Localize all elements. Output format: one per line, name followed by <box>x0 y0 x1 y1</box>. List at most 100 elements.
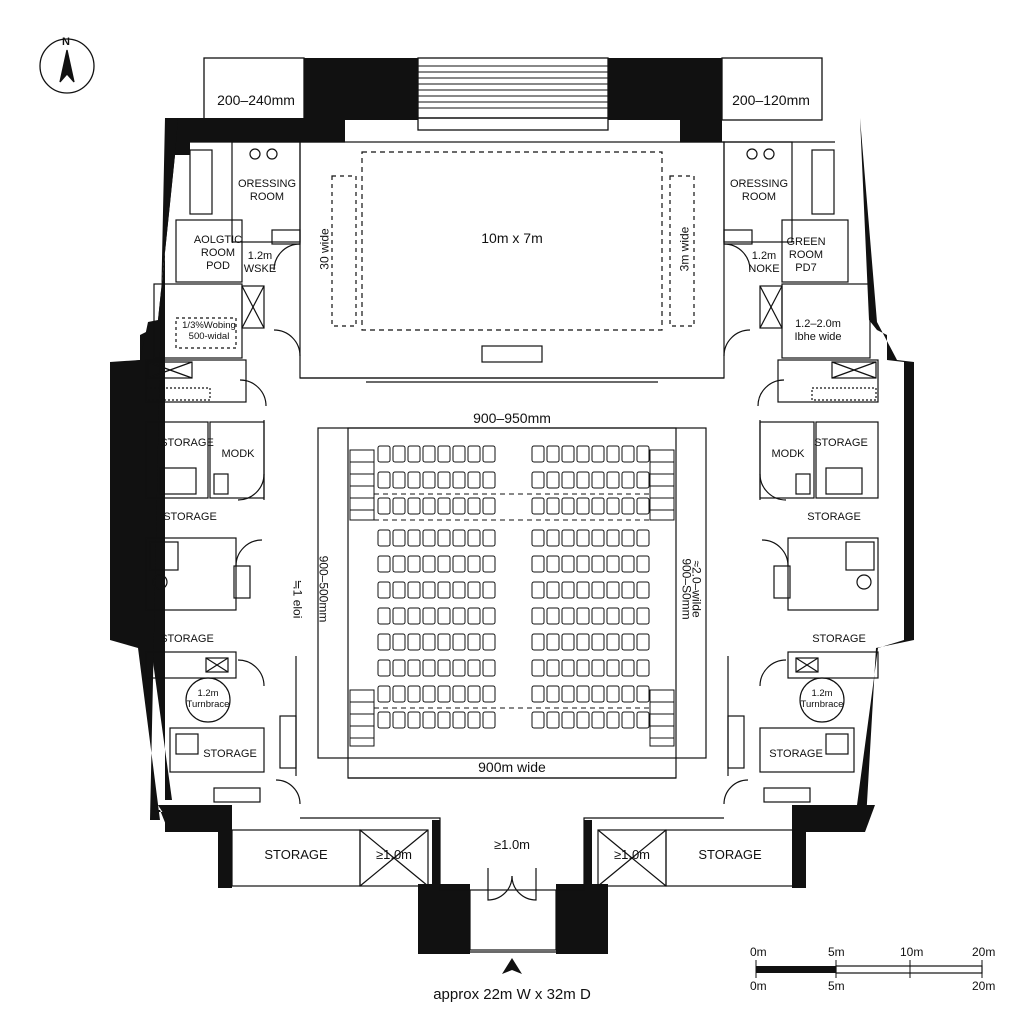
seat <box>422 497 436 515</box>
seat <box>407 685 421 703</box>
seat <box>576 529 590 547</box>
seat <box>422 555 436 573</box>
seat <box>377 685 391 703</box>
seat <box>621 659 635 677</box>
seat <box>591 497 605 515</box>
seat <box>452 529 466 547</box>
left-turning-circle <box>185 677 231 723</box>
seat <box>407 711 421 729</box>
seat <box>621 471 635 489</box>
seat <box>422 445 436 463</box>
stage-size-label: 10m x 7m <box>481 230 543 246</box>
seating <box>377 445 650 729</box>
seat <box>531 529 545 547</box>
top-right-dimension: 200–120mm <box>732 92 810 108</box>
right-storage-2-label: STORAGE <box>807 511 861 523</box>
seat <box>636 471 650 489</box>
seat <box>407 497 421 515</box>
seat <box>591 445 605 463</box>
seat <box>531 685 545 703</box>
seat <box>561 529 575 547</box>
bottom-right-lobby-label: ≥1.0m <box>613 847 651 862</box>
seat <box>452 581 466 599</box>
right-storage-room-1 <box>815 421 879 499</box>
seat <box>606 529 620 547</box>
seat <box>437 471 451 489</box>
seat <box>561 471 575 489</box>
seat <box>621 711 635 729</box>
seat <box>467 607 481 625</box>
seat <box>422 471 436 489</box>
seat <box>621 633 635 651</box>
seat <box>636 529 650 547</box>
seat <box>467 529 481 547</box>
seat <box>467 581 481 599</box>
seat <box>482 555 496 573</box>
seat <box>452 497 466 515</box>
seat <box>561 711 575 729</box>
seat <box>606 555 620 573</box>
seat <box>576 497 590 515</box>
seat <box>377 555 391 573</box>
right-green-dim-label: 1.2m NOKE <box>748 250 780 275</box>
right-green-room <box>781 219 849 283</box>
seat <box>452 685 466 703</box>
bottom-right-storage <box>665 829 795 887</box>
seat <box>546 471 560 489</box>
left-acoustic-dim-label: 1.2m WSKE <box>243 250 277 275</box>
seat <box>606 633 620 651</box>
seat <box>482 581 496 599</box>
seat <box>576 581 590 599</box>
hall-bottom-dimension: 900m wide <box>478 759 546 775</box>
seat <box>482 659 496 677</box>
stage-stair <box>417 57 609 119</box>
seat <box>482 497 496 515</box>
seat <box>407 607 421 625</box>
seat <box>467 633 481 651</box>
seat <box>576 607 590 625</box>
seat <box>636 685 650 703</box>
seat <box>546 555 560 573</box>
seat <box>546 633 560 651</box>
seat <box>422 659 436 677</box>
left-storage-2-label: STORAGE <box>163 511 217 523</box>
seat <box>437 659 451 677</box>
seat <box>467 555 481 573</box>
seat <box>437 685 451 703</box>
seat <box>591 529 605 547</box>
seat <box>591 633 605 651</box>
seat <box>591 711 605 729</box>
seat <box>377 607 391 625</box>
hall-left-dim-b: 900–500mm <box>316 555 331 623</box>
right-storage-1-label: STORAGE <box>814 437 868 449</box>
seat <box>377 497 391 515</box>
hall-right-dim-b: ≈2.0–wilde <box>689 560 704 618</box>
scale-bottom-20: 20m <box>972 979 996 993</box>
seat <box>561 497 575 515</box>
seat <box>422 529 436 547</box>
scale-top-5: 5m <box>828 945 845 959</box>
left-acoustic-room-label: AOLGTIC ROOM POD <box>193 234 243 272</box>
scale-top-0: 0m <box>750 945 767 959</box>
seat <box>452 445 466 463</box>
seat <box>467 445 481 463</box>
entry-arrow-icon <box>502 958 522 974</box>
top-right-balcony <box>721 57 823 121</box>
seat <box>621 555 635 573</box>
seat <box>576 555 590 573</box>
entrance-label: ≥1.0m <box>493 837 531 852</box>
seat <box>576 685 590 703</box>
scale-top-20: 20m <box>972 945 996 959</box>
seat <box>606 659 620 677</box>
seat <box>482 445 496 463</box>
seat <box>606 607 620 625</box>
seat <box>561 607 575 625</box>
seat <box>377 445 391 463</box>
right-dressing-room-label: ORESSING ROOM <box>729 178 789 203</box>
seat <box>392 659 406 677</box>
seat <box>546 529 560 547</box>
seat <box>531 607 545 625</box>
seat <box>561 633 575 651</box>
seat <box>531 497 545 515</box>
exterior-walls <box>110 58 914 954</box>
